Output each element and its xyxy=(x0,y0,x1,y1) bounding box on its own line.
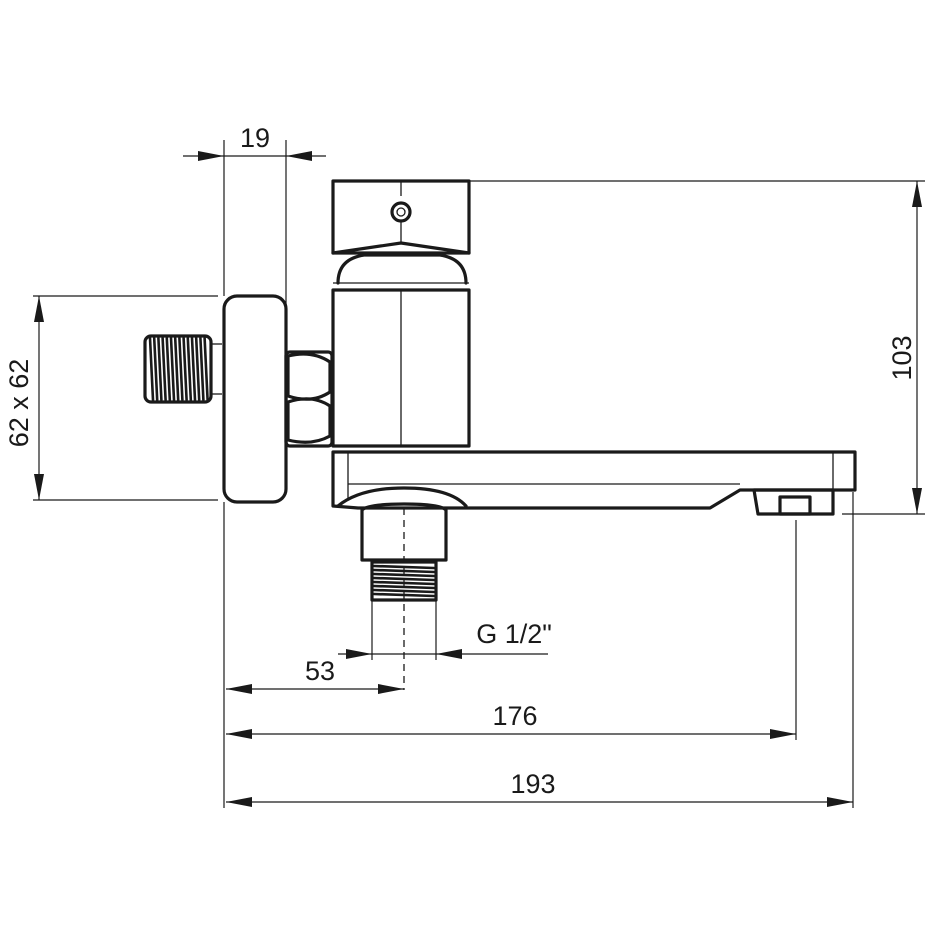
thread-line xyxy=(178,336,184,402)
wall-connector-thread xyxy=(143,334,222,404)
lever-handle xyxy=(331,179,471,285)
handle-screw-icon xyxy=(390,201,412,223)
thread-line xyxy=(372,576,436,582)
dimension-label-outlet-offset: 53 xyxy=(305,656,335,686)
wall-escutcheon xyxy=(222,294,288,504)
mixer-body xyxy=(331,288,471,448)
thread-line xyxy=(169,336,176,402)
dimension-label-spout-reach: 176 xyxy=(492,701,537,731)
dimension-label-thread: G 1/2" xyxy=(476,619,552,649)
dimension-label-escutcheon: 62 x 62 xyxy=(4,359,34,448)
dimension-escutcheon: 62 x 62 xyxy=(4,295,218,501)
dimension-label-height: 103 xyxy=(887,335,917,380)
outlet-connector xyxy=(336,486,468,690)
dimension-spout-reach: 176 xyxy=(226,520,797,740)
thread-line xyxy=(157,336,163,402)
thread-line xyxy=(190,336,197,402)
dimension-height: 103 xyxy=(469,180,925,515)
dimension-overall-length: 193 xyxy=(223,492,854,808)
thread-line xyxy=(199,336,205,402)
thread-line xyxy=(372,588,436,594)
dimension-label-wall-offset: 19 xyxy=(240,123,270,153)
aerator-icon xyxy=(778,495,812,516)
hex-nut xyxy=(284,350,334,448)
thread-line xyxy=(152,336,159,402)
thread-line xyxy=(372,564,436,570)
thread-line xyxy=(173,336,180,402)
thread-line xyxy=(194,336,201,402)
thread-line xyxy=(165,336,172,402)
thread-line xyxy=(182,336,188,402)
dimension-label-overall-length: 193 xyxy=(510,769,555,799)
dimension-wall-offset: 19 xyxy=(183,123,326,350)
dimension-outlet-offset: 53 xyxy=(226,656,404,694)
thread-line xyxy=(203,336,209,402)
thread-line xyxy=(148,336,155,402)
dimension-thread: G 1/2" xyxy=(338,600,552,660)
thread-line xyxy=(186,336,193,402)
thread-line xyxy=(161,336,167,402)
